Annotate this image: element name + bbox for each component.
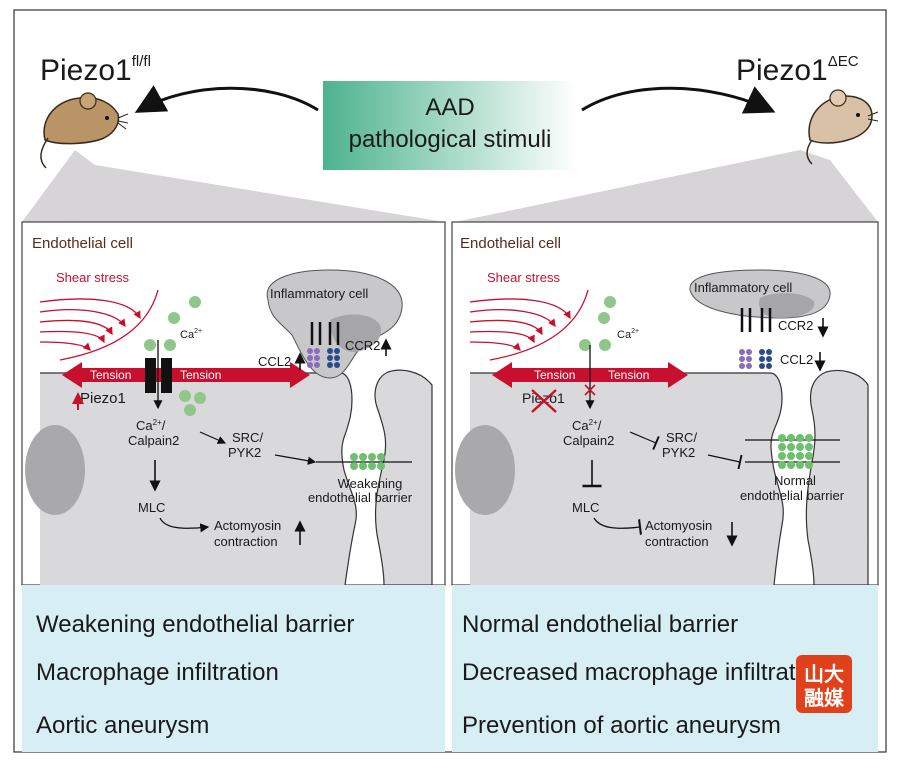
- left-junction-proteins: [350, 453, 385, 470]
- right-mlc-label: MLC: [572, 500, 599, 515]
- right-outcome-3: Prevention of aortic aneurysm: [462, 712, 781, 739]
- right-barrier-line1: Normal: [774, 473, 816, 488]
- stimulus-line2: pathological stimuli: [349, 126, 552, 153]
- right-ccl2-dots: [739, 349, 772, 369]
- left-shear-stress-lines: [39, 289, 159, 361]
- right-barrier-line2: endothelial barrier: [740, 488, 845, 503]
- right-nucleus: [455, 425, 515, 515]
- right-endothelial-cell: [470, 373, 784, 585]
- left-ccr2-label: CCR2: [345, 338, 380, 353]
- left-shear-stress-label: Shear stress: [56, 270, 129, 285]
- right-piezo1-x-icon: [531, 389, 557, 413]
- left-nucleus: [25, 425, 85, 515]
- right-mouse-label: Piezo1ΔEC: [736, 53, 859, 87]
- left-outcome-1: Weakening endothelial barrier: [36, 611, 354, 638]
- stimulus-box: [323, 81, 577, 170]
- right-ccr2-label: CCR2: [778, 318, 813, 333]
- right-ccl2-label: CCL2: [780, 352, 813, 367]
- right-calcium-ions: [579, 296, 616, 351]
- right-zoom-wedge: [455, 150, 878, 222]
- left-endothelial-cell: [40, 373, 357, 585]
- left-outcome-2: Macrophage infiltration: [36, 659, 279, 686]
- svg-text:山大: 山大: [804, 662, 844, 686]
- left-piezo1-channel-a: [145, 358, 156, 393]
- left-ca-label: Ca2+: [180, 328, 202, 341]
- left-ca-calpain-line2: Calpain2: [128, 433, 179, 448]
- right-shear-stress-lines: [469, 289, 589, 361]
- left-src-line2: PYK2: [228, 445, 261, 460]
- right-mouse-icon: [806, 89, 879, 165]
- right-inflammatory-label: Inflammatory cell: [694, 280, 792, 295]
- right-tension-label-2: Tension: [608, 368, 649, 382]
- left-piezo1-label: Piezo1: [80, 390, 126, 407]
- left-ccl2-dots: [307, 348, 340, 368]
- left-ccr2-receptors: [310, 322, 340, 345]
- right-outcome-2: Decreased macrophage infiltration: [462, 659, 828, 686]
- left-panel: Endothelial cell Shear stress Ca2+ Tensi…: [21, 221, 446, 586]
- svg-text:融媒: 融媒: [804, 686, 845, 710]
- left-calcium-ions: [144, 296, 206, 416]
- right-ca-calpain-line2: Calpain2: [563, 433, 614, 448]
- left-tension-label-1: Tension: [90, 368, 131, 382]
- left-inflammatory-nucleus: [330, 314, 381, 352]
- left-src-line1: SRC/: [232, 430, 263, 445]
- watermark-logo: 山大 融媒: [796, 655, 852, 713]
- left-outcome-box: [22, 585, 445, 752]
- left-panel-title: Endothelial cell: [32, 235, 133, 252]
- right-src-line2: PYK2: [662, 445, 695, 460]
- right-junction-proteins: [778, 434, 813, 469]
- left-adjacent-cell: [374, 369, 433, 586]
- left-ccl2-label: CCL2: [258, 354, 291, 369]
- right-actomyosin-line1: Actomyosin: [645, 518, 712, 533]
- left-inflammatory-label: Inflammatory cell: [270, 286, 368, 301]
- arrow-to-left-mouse: [134, 85, 319, 113]
- left-mouse-label: Piezo1fl/fl: [40, 53, 151, 87]
- right-piezo1-x-small: [584, 384, 596, 396]
- left-barrier-line1: Weakening: [338, 476, 403, 491]
- left-ca-calpain-line1: Ca2+/: [136, 418, 166, 433]
- left-mlc-label: MLC: [138, 500, 165, 515]
- right-ccr2-receptors: [740, 308, 772, 332]
- right-panel-title: Endothelial cell: [460, 235, 561, 252]
- left-actomyosin-line1: Actomyosin: [214, 518, 281, 533]
- left-tension-arrow: [62, 362, 310, 388]
- left-barrier-line2: endothelial barrier: [308, 490, 413, 505]
- right-ca-calpain-line1: Ca2+/: [572, 418, 602, 433]
- right-panel: Endothelial cell Shear stress Ca2+ Tensi…: [451, 221, 879, 586]
- right-outcome-1: Normal endothelial barrier: [462, 611, 738, 638]
- stimulus-line1: AAD: [425, 94, 474, 121]
- left-actomyosin-line2: contraction: [214, 534, 278, 549]
- left-piezo1-channel-b: [161, 358, 172, 393]
- left-zoom-wedge: [22, 150, 445, 222]
- right-piezo1-label: Piezo1: [522, 390, 565, 406]
- right-shear-stress-label: Shear stress: [487, 270, 560, 285]
- left-outcome-3: Aortic aneurysm: [36, 712, 209, 739]
- right-ca-label: Ca2+: [617, 328, 639, 341]
- right-inflammatory-nucleus: [759, 293, 815, 318]
- left-tension-label-2: Tension: [180, 368, 221, 382]
- right-src-line1: SRC/: [666, 430, 697, 445]
- arrow-to-right-mouse: [581, 86, 776, 114]
- right-adjacent-cell: [805, 369, 869, 586]
- left-mouse-icon: [40, 92, 129, 169]
- right-actomyosin-line2: contraction: [645, 534, 709, 549]
- right-tension-label-1: Tension: [534, 368, 575, 382]
